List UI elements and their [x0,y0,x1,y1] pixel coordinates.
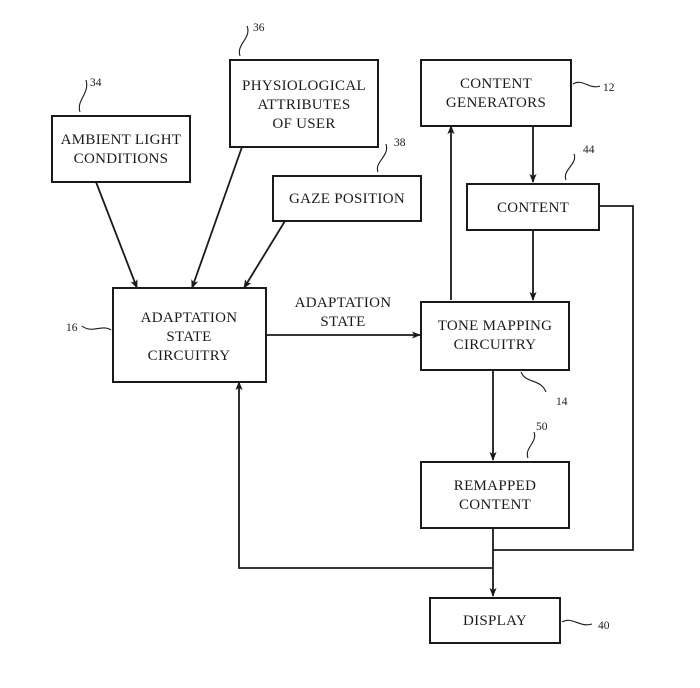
content-box: CONTENT [466,183,600,231]
edge-label-line-1: ADAPTATION [295,295,392,311]
remapped-content-box: REMAPPED CONTENT [420,461,570,529]
physiological-label-line-3: OF USER [272,116,335,132]
ref-numeral-38: 38 [394,137,406,149]
leader-44 [564,153,576,181]
adaptation-state-edge-label: ADAPTATION STATE [295,295,392,330]
tone-mapping-label-line-2: CIRCUITRY [454,337,537,353]
ref-numeral-34: 34 [90,77,102,89]
tone-mapping-circuitry-box: TONE MAPPING CIRCUITRY [420,301,570,371]
arrow-display-feedback-to-adaptation [235,381,493,569]
leader-38 [376,143,388,173]
adaptation-state-circuitry-box: ADAPTATION STATE CIRCUITRY [112,287,267,383]
gaze-position-box: GAZE POSITION [272,175,422,222]
arrow-gaze-to-adaptation [243,220,286,289]
arrow-physiological-to-adaptation [191,146,243,289]
display-box: DISPLAY [429,597,561,644]
content-label: CONTENT [497,200,569,216]
remapped-label-line-1: REMAPPED [454,478,536,494]
ref-numeral-36: 36 [253,22,265,34]
ref-numeral-50: 50 [536,421,548,433]
ambient-light-conditions-box: AMBIENT LIGHT CONDITIONS [51,115,191,183]
adaptation-circuitry-label-line-2: STATE [166,329,211,345]
reference-numerals: 34 36 38 16 12 44 14 50 40 [66,22,615,632]
gaze-position-label: GAZE POSITION [289,191,405,207]
content-generators-label-line-1: CONTENT [460,76,532,92]
content-generators-box: CONTENT GENERATORS [420,59,572,127]
physiological-label-line-1: PHYSIOLOGICAL [242,78,366,94]
remapped-label-line-2: CONTENT [459,497,531,513]
edge-label-line-2: STATE [320,314,365,330]
content-generators-label-line-2: GENERATORS [446,95,546,111]
ambient-light-label-line-2: CONDITIONS [74,151,169,167]
display-label: DISPLAY [463,613,527,629]
ref-numeral-12: 12 [603,82,615,94]
ref-numeral-44: 44 [583,144,595,156]
leader-36 [238,25,249,57]
leader-40 [561,619,593,626]
physiological-attributes-box: PHYSIOLOGICAL ATTRIBUTES OF USER [229,59,379,148]
line-content-to-display [493,205,634,551]
leader-16 [81,325,112,331]
ref-numeral-40: 40 [598,620,610,632]
leader-50 [526,431,536,459]
arrow-ambient-to-adaptation [95,181,138,289]
ambient-light-label-line-1: AMBIENT LIGHT [61,132,182,148]
connectors [95,125,634,597]
adaptation-circuitry-label-line-3: CIRCUITRY [148,348,231,364]
leader-14 [520,371,547,393]
ref-numeral-16: 16 [66,322,78,334]
ref-numeral-14: 14 [556,396,568,408]
adaptation-circuitry-label-line-1: ADAPTATION [141,310,238,326]
leader-12 [572,81,601,88]
leader-34 [78,79,88,113]
tone-mapping-label-line-1: TONE MAPPING [438,318,553,334]
physiological-label-line-2: ATTRIBUTES [258,97,351,113]
